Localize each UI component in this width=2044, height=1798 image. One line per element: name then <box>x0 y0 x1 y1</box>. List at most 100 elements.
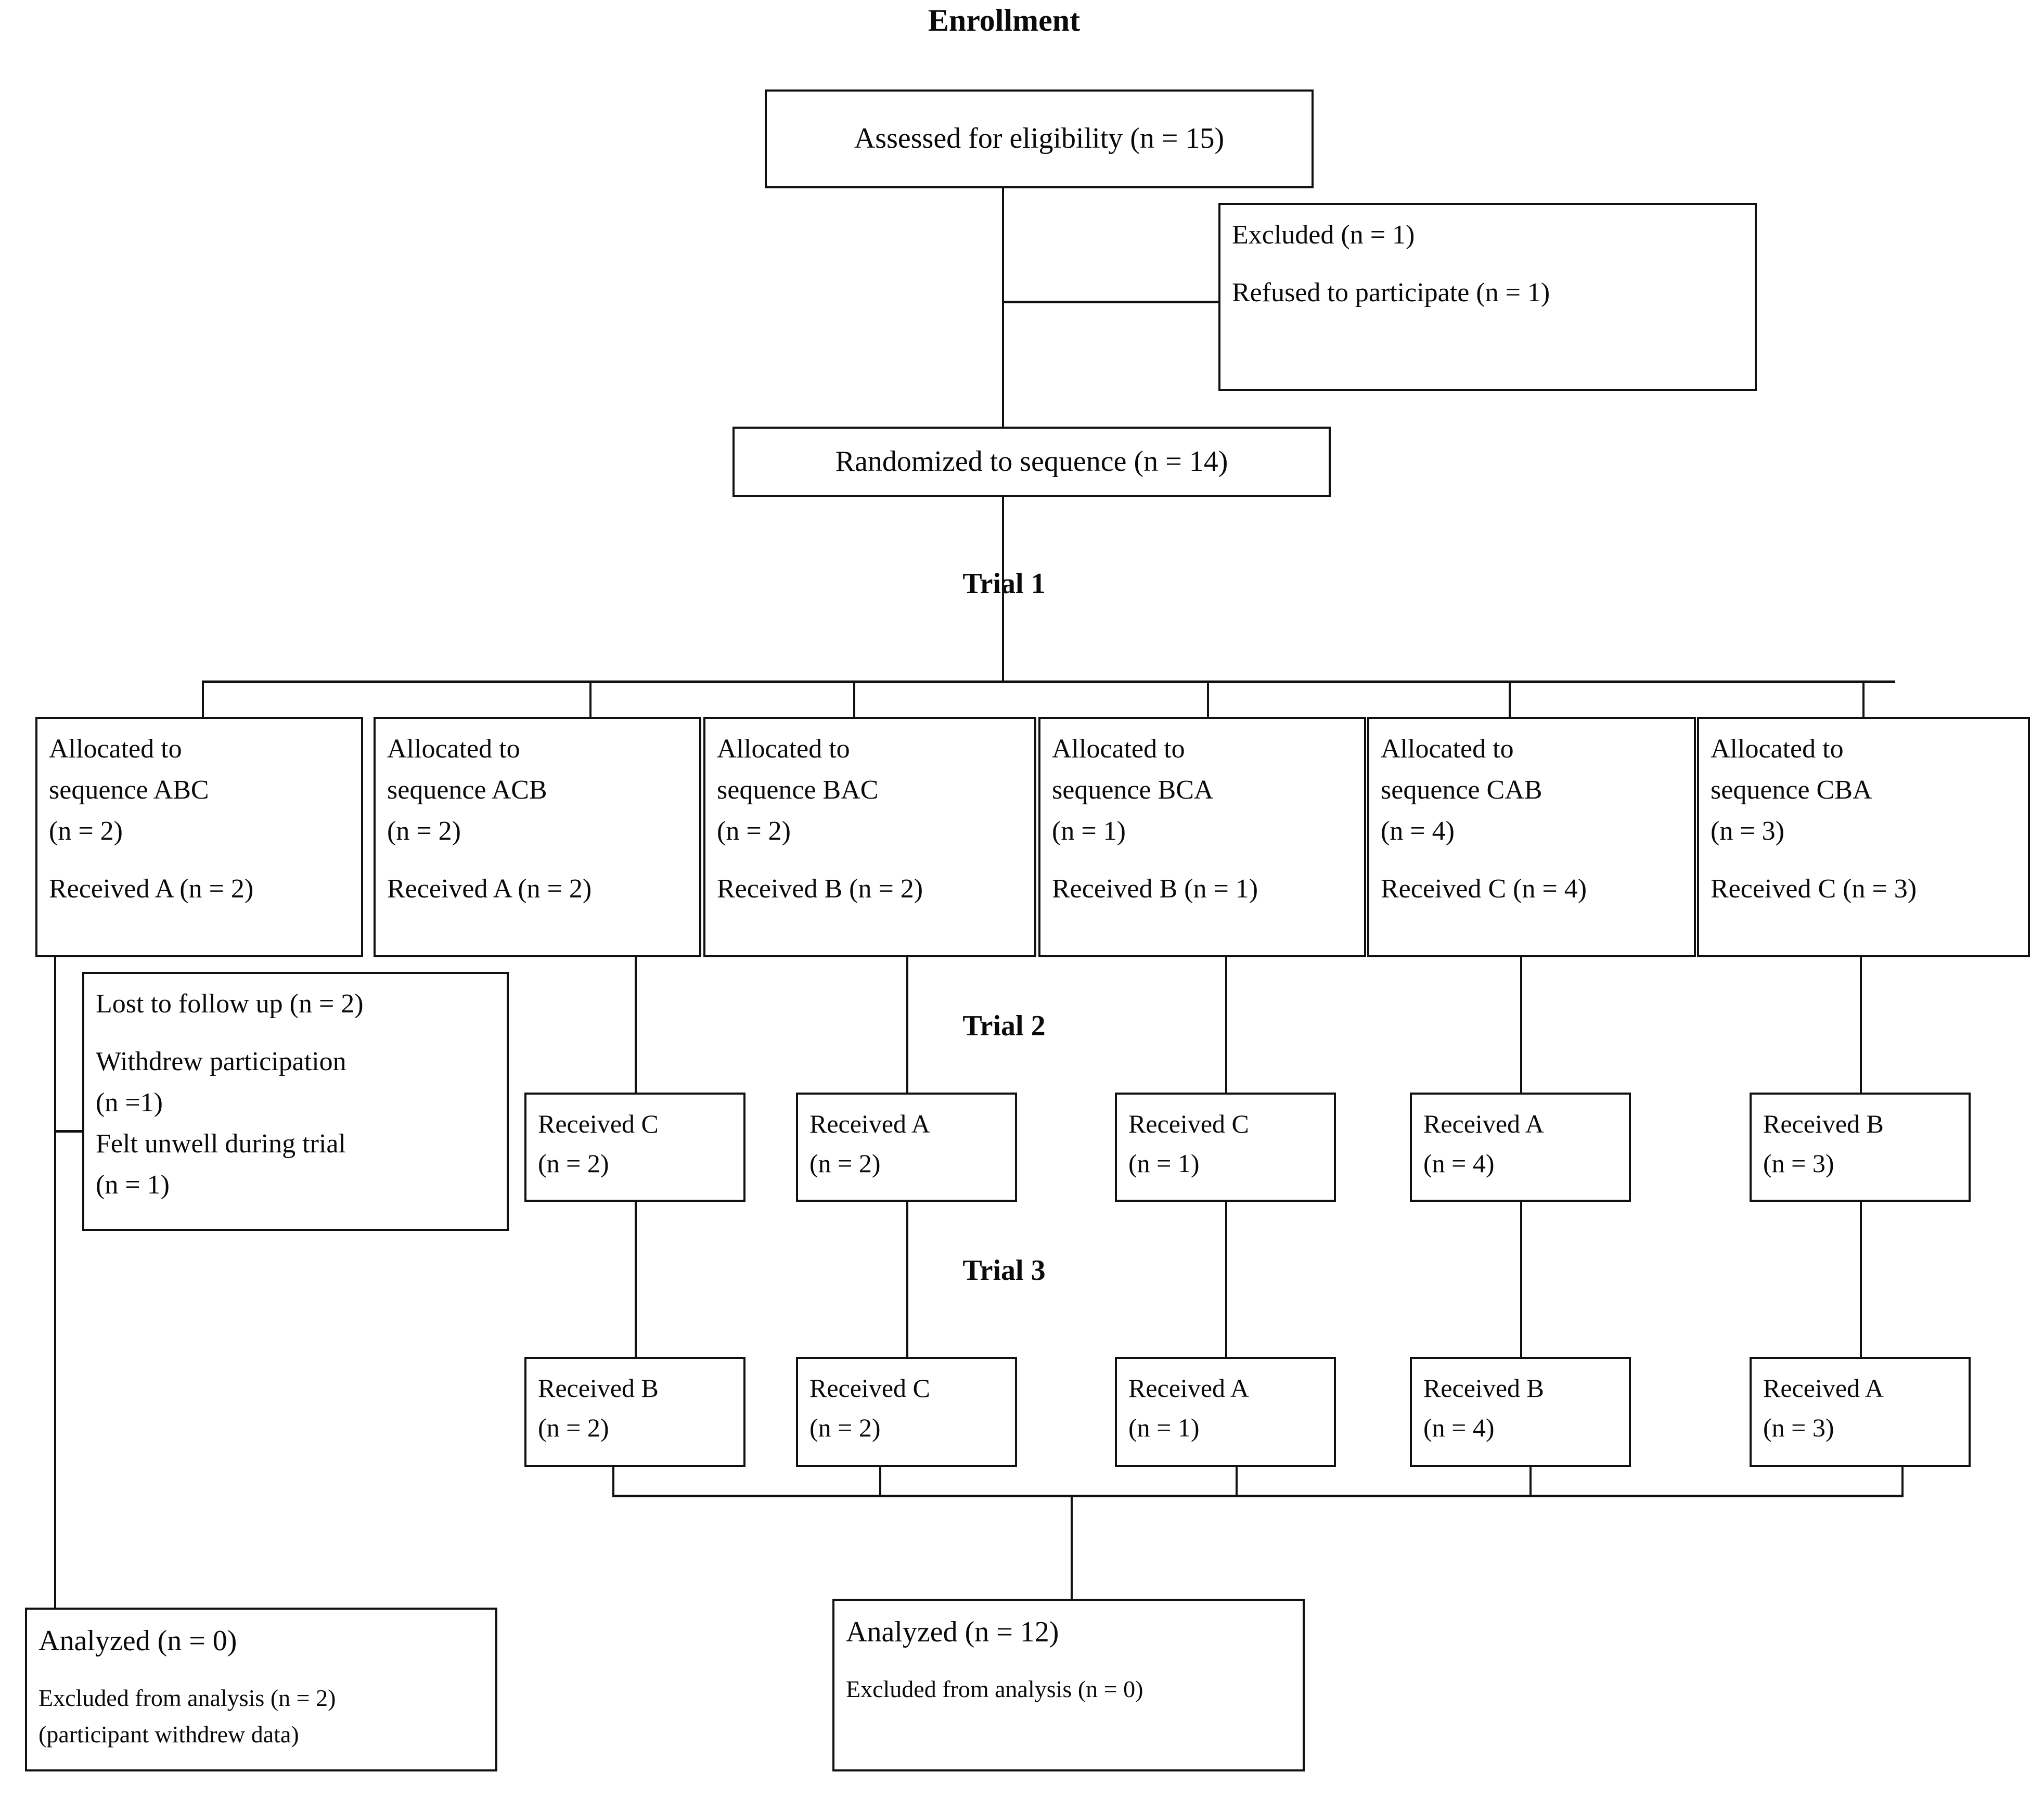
connector-trial3-merge-2 <box>879 1467 881 1497</box>
trial2-count: (n = 1) <box>1128 1149 1200 1178</box>
analyzed-left-label: Analyzed (n = 0) <box>38 1625 237 1657</box>
alloc-line2: sequence BAC <box>717 775 879 805</box>
section-heading-enrollment: Enrollment <box>928 3 1081 37</box>
section-heading-trial3: Trial 3 <box>962 1254 1046 1287</box>
alloc-line3: (n = 2) <box>49 816 123 846</box>
box-trial3-received-1: Received B (n = 2) <box>524 1357 745 1467</box>
connector-trial3-merge-4 <box>1529 1467 1532 1497</box>
alloc-received: Received C (n = 3) <box>1711 874 1917 904</box>
alloc-line2: sequence ABC <box>49 775 209 805</box>
lost-reason1-line2: (n =1) <box>96 1088 163 1118</box>
trial3-treatment: Received A <box>1763 1373 1884 1403</box>
analyzed-right-excluded: Excluded from analysis (n = 0) <box>846 1676 1143 1703</box>
trial2-count: (n = 2) <box>538 1149 609 1178</box>
excluded-title: Excluded (n = 1) <box>1232 220 1415 250</box>
alloc-line1: Allocated to <box>1052 734 1185 764</box>
box-trial3-received-5: Received A (n = 3) <box>1750 1357 1971 1467</box>
trial2-treatment: Received A <box>1423 1109 1544 1138</box>
trial1-drop-6 <box>1862 680 1865 718</box>
alloc-received: Received A (n = 2) <box>387 874 592 904</box>
lost-reason2-line1: Felt unwell during trial <box>96 1129 346 1159</box>
connector-trial3-merge-5 <box>1901 1467 1904 1497</box>
trial1-drop-5 <box>1509 680 1511 718</box>
trial3-treatment: Received A <box>1128 1373 1249 1403</box>
trial2-count: (n = 3) <box>1763 1149 1834 1178</box>
connector-acb-to-trial2 <box>635 956 637 1095</box>
box-trial2-received-5: Received B (n = 3) <box>1750 1093 1971 1202</box>
connector-bca-to-trial2 <box>1225 956 1227 1095</box>
box-allocation-cba: Allocated to sequence CBA (n = 3) Receiv… <box>1697 717 2030 957</box>
connector-trial2-to-trial3-4 <box>1520 1202 1522 1358</box>
box-trial3-received-3: Received A (n = 1) <box>1115 1357 1336 1467</box>
excluded-reason: Refused to participate (n = 1) <box>1232 278 1550 308</box>
trial2-treatment: Received A <box>809 1109 930 1138</box>
trial3-count: (n = 2) <box>809 1413 881 1442</box>
trial3-treatment: Received B <box>538 1373 659 1403</box>
connector-assessed-to-randomized <box>1002 187 1004 427</box>
connector-trial2-to-trial3-5 <box>1860 1202 1862 1358</box>
randomized-label: Randomized to sequence (n = 14) <box>835 445 1228 478</box>
alloc-line2: sequence CAB <box>1381 775 1542 805</box>
box-excluded: Excluded (n = 1) Refused to participate … <box>1218 203 1757 391</box>
trial3-count: (n = 1) <box>1128 1413 1200 1442</box>
trial3-count: (n = 3) <box>1763 1413 1834 1442</box>
assessed-label: Assessed for eligibility (n = 15) <box>854 122 1225 155</box>
analysis-merge-bar <box>612 1495 1904 1497</box>
connector-trial2-to-trial3-3 <box>1225 1202 1227 1358</box>
lost-title: Lost to follow up (n = 2) <box>96 989 364 1019</box>
box-allocation-bca: Allocated to sequence BCA (n = 1) Receiv… <box>1038 717 1366 957</box>
alloc-line3: (n = 3) <box>1711 816 1784 846</box>
lost-reason1-line1: Withdrew participation <box>96 1047 346 1077</box>
trial3-treatment: Received B <box>1423 1373 1544 1403</box>
box-allocation-bac: Allocated to sequence BAC (n = 2) Receiv… <box>703 717 1036 957</box>
connector-abc-to-analyzed-left <box>54 956 56 1611</box>
alloc-line2: sequence BCA <box>1052 775 1214 805</box>
alloc-line3: (n = 1) <box>1052 816 1126 846</box>
alloc-received: Received B (n = 2) <box>717 874 923 904</box>
section-heading-trial2: Trial 2 <box>962 1010 1046 1042</box>
connector-abc-to-lost-followup <box>54 1130 84 1133</box>
trial1-drop-3 <box>853 680 855 718</box>
alloc-received: Received B (n = 1) <box>1052 874 1258 904</box>
alloc-line1: Allocated to <box>1381 734 1514 764</box>
box-allocation-cab: Allocated to sequence CAB (n = 4) Receiv… <box>1367 717 1696 957</box>
section-heading-trial1: Trial 1 <box>962 568 1046 600</box>
analyzed-left-excluded-line1: Excluded from analysis (n = 2) <box>38 1685 336 1712</box>
trial2-treatment: Received B <box>1763 1109 1884 1138</box>
alloc-line2: sequence CBA <box>1711 775 1872 805</box>
trial1-drop-2 <box>589 680 592 718</box>
alloc-line1: Allocated to <box>717 734 850 764</box>
box-trial3-received-2: Received C (n = 2) <box>796 1357 1017 1467</box>
connector-cab-to-trial2 <box>1520 956 1522 1095</box>
connector-randomized-to-trial1 <box>1002 497 1004 682</box>
box-analyzed-left: Analyzed (n = 0) Excluded from analysis … <box>25 1608 497 1771</box>
box-trial2-received-3: Received C (n = 1) <box>1115 1093 1336 1202</box>
connector-assessed-to-excluded <box>1002 301 1220 303</box>
trial2-treatment: Received C <box>1128 1109 1249 1138</box>
analyzed-left-excluded-line2: (participant withdrew data) <box>38 1721 299 1748</box>
connector-cba-to-trial2 <box>1860 956 1862 1095</box>
trial1-drop-4 <box>1207 680 1209 718</box>
trial3-treatment: Received C <box>809 1373 930 1403</box>
alloc-line3: (n = 2) <box>717 816 791 846</box>
trial3-count: (n = 2) <box>538 1413 609 1442</box>
box-trial3-received-4: Received B (n = 4) <box>1410 1357 1631 1467</box>
box-allocation-acb: Allocated to sequence ACB (n = 2) Receiv… <box>374 717 701 957</box>
alloc-received: Received C (n = 4) <box>1381 874 1587 904</box>
alloc-line1: Allocated to <box>49 734 182 764</box>
connector-trial3-merge-3 <box>1236 1467 1238 1497</box>
box-trial2-received-1: Received C (n = 2) <box>524 1093 745 1202</box>
box-assessed-for-eligibility: Assessed for eligibility (n = 15) <box>765 89 1314 188</box>
box-trial2-received-4: Received A (n = 4) <box>1410 1093 1631 1202</box>
trial3-count: (n = 4) <box>1423 1413 1495 1442</box>
analyzed-right-label: Analyzed (n = 12) <box>846 1616 1059 1648</box>
box-analyzed-right: Analyzed (n = 12) Excluded from analysis… <box>832 1599 1305 1771</box>
trial2-treatment: Received C <box>538 1109 659 1138</box>
connector-trial2-to-trial3-1 <box>635 1202 637 1358</box>
box-allocation-abc: Allocated to sequence ABC (n = 2) Receiv… <box>35 717 363 957</box>
trial1-branch-bar <box>202 680 1895 683</box>
trial2-count: (n = 2) <box>809 1149 881 1178</box>
connector-merge-to-analyzed-right <box>1071 1495 1073 1610</box>
box-trial2-received-2: Received A (n = 2) <box>796 1093 1017 1202</box>
